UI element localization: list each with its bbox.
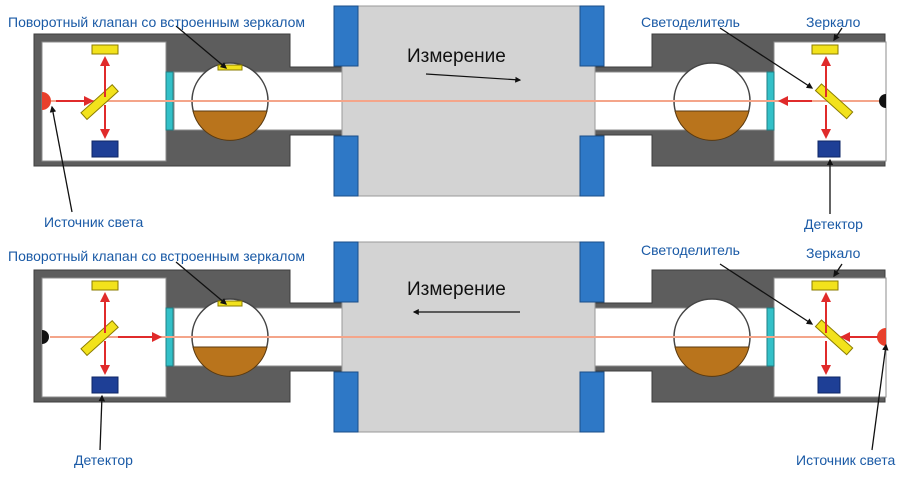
- right-rotary-valve-lower-cap: [674, 110, 750, 141]
- mirror-label-bottom: Зеркало: [806, 245, 861, 261]
- left-rotary-valve-mirror: [217, 64, 243, 71]
- mirror-leader: [833, 27, 843, 42]
- mirror-leader: [833, 263, 843, 278]
- flow-arrow-right: [425, 73, 522, 83]
- measurement-label-top: Измерение: [407, 46, 506, 67]
- flange-right-bottom: [579, 135, 605, 197]
- source-leader: [49, 105, 73, 213]
- right-mirror: [811, 44, 839, 55]
- left-beamsplitter: [80, 83, 119, 121]
- flange-left-top: [333, 241, 359, 303]
- right-beamsplitter: [814, 319, 854, 356]
- flange-left-bottom: [333, 135, 359, 197]
- left-detector: [91, 140, 119, 158]
- detector-label-top: Детектор: [804, 216, 863, 232]
- meter-panel-2: [33, 241, 889, 451]
- valve-label-top: Поворотный клапан со встроенным зеркалом: [8, 14, 306, 30]
- flange-left-bottom: [333, 371, 359, 433]
- source-label-top: Источник света: [44, 214, 144, 230]
- meter-panel-1: [33, 5, 887, 214]
- source-leader: [871, 343, 889, 451]
- source-label-bottom: Источник света: [796, 452, 896, 468]
- right-cap: [879, 94, 886, 108]
- detector-label-bottom: Детектор: [74, 452, 133, 468]
- beamsplitter-label-top: Светоделитель: [641, 14, 740, 30]
- right-rotary-valve-lower-cap: [674, 346, 750, 377]
- flange-right-top: [579, 5, 605, 67]
- valve-leader: [175, 25, 227, 69]
- valve-leader: [175, 261, 227, 305]
- left-rotary-valve-lower-cap: [192, 346, 268, 377]
- right-beamsplitter: [814, 83, 854, 120]
- right-detector: [817, 140, 841, 158]
- detector-leader: [98, 394, 106, 451]
- left-light-source: [42, 92, 51, 110]
- left-mirror: [91, 44, 119, 55]
- right-light-source: [877, 328, 886, 346]
- beamsplitter-leader: [719, 27, 814, 89]
- left-detector: [91, 376, 119, 394]
- beamsplitter-label-bottom: Светоделитель: [641, 242, 740, 258]
- beamsplitter-leader: [719, 263, 814, 325]
- flange-left-top: [333, 5, 359, 67]
- flange-right-bottom: [579, 371, 605, 433]
- right-detector: [817, 376, 841, 394]
- right-mirror: [811, 280, 839, 291]
- left-beamsplitter: [80, 319, 119, 357]
- left-cap: [42, 330, 49, 344]
- left-rotary-valve-mirror: [217, 300, 243, 307]
- flange-right-top: [579, 241, 605, 303]
- valve-label-bottom: Поворотный клапан со встроенным зеркалом: [8, 248, 306, 264]
- left-rotary-valve-lower-cap: [192, 110, 268, 141]
- left-mirror: [91, 280, 119, 291]
- measurement-label-bottom: Измерение: [407, 279, 506, 300]
- mirror-label-top: Зеркало: [806, 14, 861, 30]
